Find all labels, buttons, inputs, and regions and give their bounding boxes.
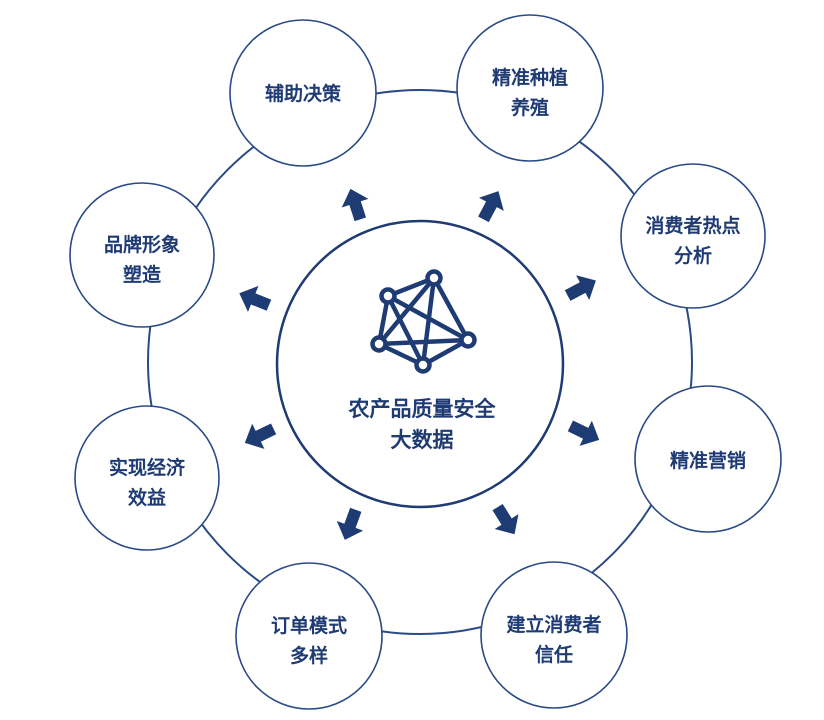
node-label-line: 信任 <box>535 643 573 666</box>
node-label-line: 塑造 <box>123 263 162 286</box>
outer-ring <box>147 89 693 635</box>
node-label-line: 多样 <box>290 644 328 667</box>
node-label-line: 建立消费者 <box>506 613 601 636</box>
node-brand: 品牌形象 塑造 <box>69 182 215 328</box>
node-economy: 实现经济 效益 <box>74 405 220 551</box>
node-label-line: 实现经济 <box>109 456 186 479</box>
node-label-line: 分析 <box>674 244 712 267</box>
node-label-line: 精准种植 <box>492 66 568 89</box>
node-marketing: 精准营销 <box>634 385 782 533</box>
node-planting: 精准种植 养殖 <box>456 14 604 162</box>
hub-label-line-2: 大数据 <box>391 428 454 452</box>
arrow-to-marketing <box>567 420 600 446</box>
node-decision: 辅助决策 <box>229 19 377 167</box>
node-orders: 订单模式 多样 <box>235 562 383 710</box>
arrow-to-brand <box>239 285 272 312</box>
arrow-to-orders <box>336 507 364 540</box>
node-label-line: 效益 <box>128 486 166 509</box>
node-label-line: 养殖 <box>510 96 549 119</box>
node-label-line: 消费者热点 <box>645 214 740 237</box>
hub-label-line-1: 农产品质量安全 <box>348 397 497 421</box>
node-label-line: 辅助决策 <box>265 82 342 105</box>
arrow-to-economy <box>244 423 277 449</box>
node-hotspot: 消费者热点 分析 <box>620 163 766 309</box>
arrow-to-trust <box>492 503 519 535</box>
node-label-line: 品牌形象 <box>104 233 180 256</box>
arrow-to-decision <box>341 188 369 222</box>
node-label-line: 订单模式 <box>271 614 347 637</box>
node-trust: 建立消费者 信任 <box>480 561 628 709</box>
node-label-line: 精准营销 <box>670 449 746 472</box>
arrow-to-planting <box>478 191 504 223</box>
network-graph-icon <box>370 269 477 374</box>
arrow-to-hotspot <box>564 275 596 301</box>
